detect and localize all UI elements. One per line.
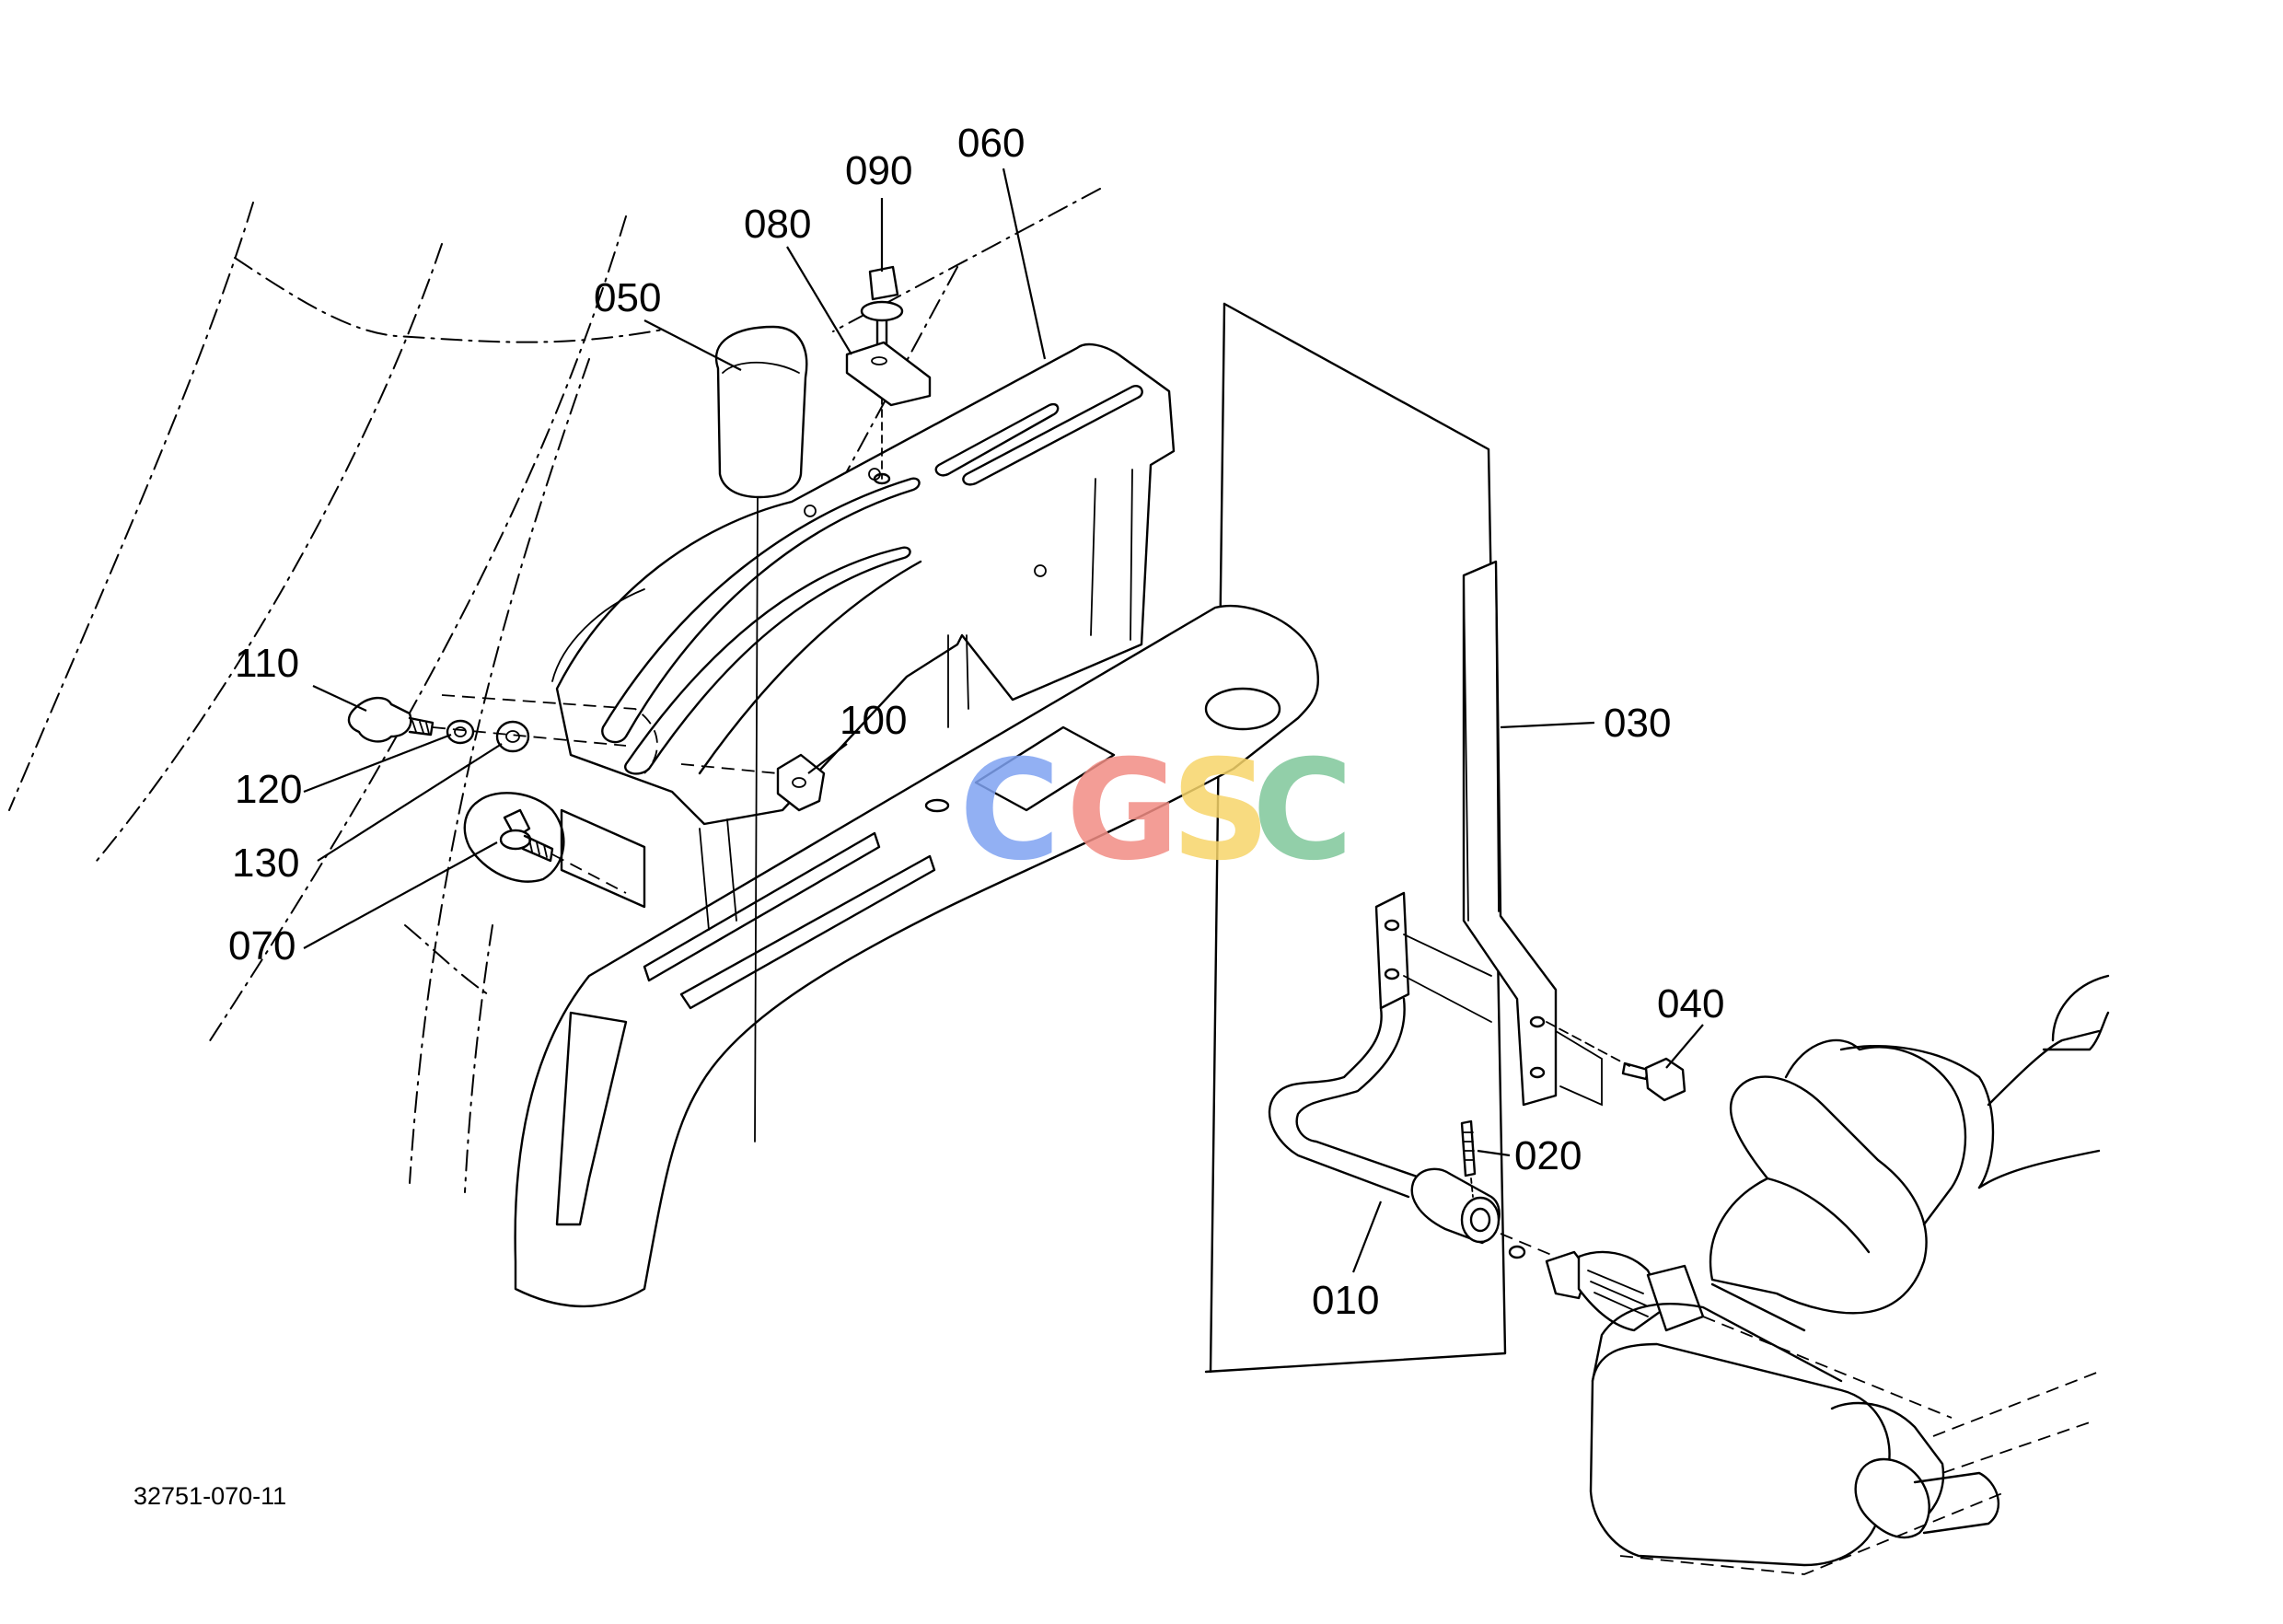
bolt-090 [860,265,904,485]
base-panel [514,604,1319,1308]
label-040[interactable]: 040 [1657,981,1724,1027]
watermark-letter-4: C [1252,731,1353,891]
label-100[interactable]: 100 [840,698,907,743]
label-060[interactable]: 060 [957,121,1025,166]
watermark-letter-2: G [1066,731,1179,891]
phantom-outline [8,188,1101,1193]
label-110[interactable]: 110 [235,641,299,686]
washer-120 [446,719,475,745]
bolt-040 [1546,1021,1686,1102]
control-valve-body [1500,974,2110,1575]
axis-line-knob [432,726,627,747]
label-080[interactable]: 080 [744,202,811,247]
label-070[interactable]: 070 [228,923,296,969]
washer-130 [495,720,530,753]
label-120[interactable]: 120 [235,767,302,812]
inner-bracket [441,694,658,909]
knob-110 [347,696,435,743]
label-010[interactable]: 010 [1312,1278,1379,1323]
watermark-logo: C G S C [959,731,1353,891]
watermark-letter-1: C [959,731,1060,891]
watermark-letter-3: S [1171,731,1270,891]
bolt-070 [463,792,627,894]
nut-100 [680,753,826,812]
clip-080 [845,341,932,407]
rod-030 [1462,560,1603,1107]
label-130[interactable]: 130 [232,841,299,886]
leader-lines [303,168,1704,1273]
pin-020 [1460,1119,1477,1198]
label-020[interactable]: 020 [1514,1133,1582,1178]
part-labels: 050 080 090 060 110 120 130 070 100 030 … [228,121,1724,1323]
label-090[interactable]: 090 [845,148,912,193]
label-050[interactable]: 050 [594,275,661,320]
label-030[interactable]: 030 [1604,701,1671,746]
drawing-number: 32751-070-11 [133,1482,286,1510]
lever-010 [1268,891,1501,1245]
